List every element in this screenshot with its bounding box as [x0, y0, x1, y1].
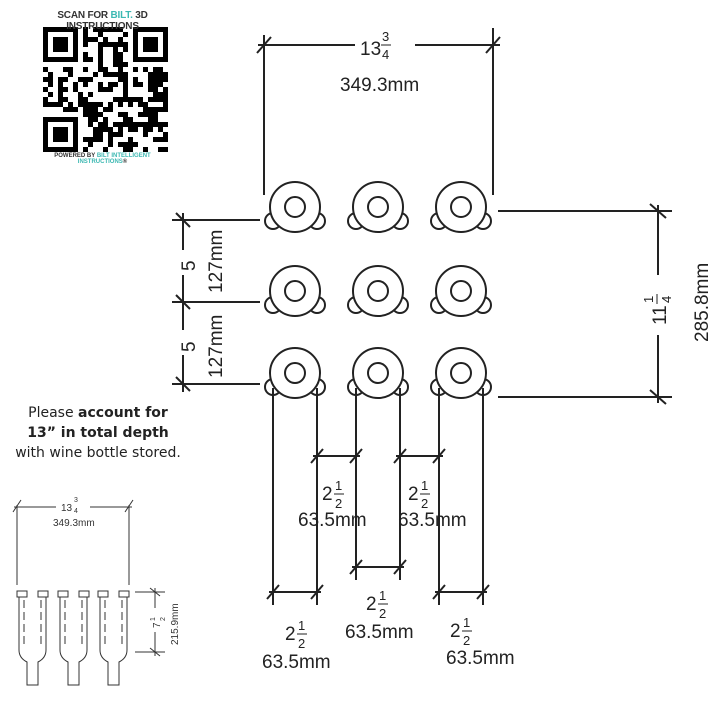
row-spacing-top-mm: 127mm: [206, 230, 227, 293]
spacing-mm: 63.5mm: [345, 622, 414, 643]
ring-inner: [450, 280, 472, 302]
bottle-ring: [347, 265, 409, 317]
depth-note: Please account for 13” in total depth wi…: [0, 403, 196, 463]
side-depth-inch-whole: 7: [152, 622, 163, 628]
row-spacing-dimension: 5 127mm 5 127mm: [172, 212, 260, 392]
ring-outer: [352, 265, 404, 317]
bottle-ring: [347, 347, 409, 399]
spacing-inch-den: 2: [463, 633, 470, 648]
note-line1-plain: Please: [28, 405, 79, 421]
spacing-mm: 63.5mm: [398, 510, 467, 531]
spacing-inch-den: 2: [379, 606, 386, 621]
qr-header: SCAN FOR BILT. 3D INSTRUCTIONS: [30, 10, 175, 32]
qr-code[interactable]: [43, 27, 168, 152]
ring-outer: [435, 181, 487, 233]
spacing-inch-whole: 2: [322, 484, 333, 505]
bottle-ring: [430, 347, 492, 399]
width-inch-whole: 13: [360, 39, 381, 60]
spacing-inch-whole: 2: [285, 624, 296, 645]
side-depth-inch-num: 1: [150, 617, 157, 621]
spacing-inch-num: 1: [298, 618, 305, 633]
ring-inner: [284, 362, 306, 384]
spacing-inch-num: 1: [421, 478, 428, 493]
ring-inner: [284, 280, 306, 302]
side-depth-mm: 215.9mm: [170, 603, 181, 645]
note-line1-bold: account for: [78, 405, 168, 421]
spacing-mm: 63.5mm: [446, 648, 515, 669]
spacing-inch-den: 2: [298, 636, 305, 651]
ring-outer: [352, 181, 404, 233]
width-dimension: 13 3 4 349.3mm: [256, 28, 501, 195]
qr-header-brand: BILT.: [110, 10, 133, 21]
wine-bottle: [57, 590, 90, 686]
ring-outer: [435, 347, 487, 399]
side-width-mm: 349.3mm: [53, 518, 95, 529]
ring-outer: [352, 347, 404, 399]
wine-bottle: [97, 590, 130, 686]
height-inch-num: 1: [641, 296, 656, 303]
qr-header-suffix: 3D INSTRUCTIONS: [66, 10, 148, 32]
note-line2-bold: 13” in total depth: [27, 425, 169, 441]
spacing-mm: 63.5mm: [298, 510, 367, 531]
spacing-inch-whole: 2: [450, 621, 461, 642]
bottle-ring: [347, 181, 409, 233]
row-spacing-top-inch: 5: [179, 260, 200, 271]
bottle-ring: [430, 181, 492, 233]
ring-outer: [269, 265, 321, 317]
spacing-inch-den: 2: [335, 496, 342, 511]
ring-outer: [435, 265, 487, 317]
note-line3: with wine bottle stored.: [15, 445, 181, 461]
width-inch-den: 4: [382, 47, 389, 62]
qr-footer-prefix: POWERED BY: [54, 153, 97, 159]
ring-inner: [367, 280, 389, 302]
row-spacing-bottom-mm: 127mm: [206, 315, 227, 378]
bottle-ring: [264, 265, 326, 317]
spacing-inch-whole: 2: [408, 484, 419, 505]
qr-footer-brand: BILT INTELLIGENT INSTRUCTIONS: [77, 153, 151, 165]
width-inch-num: 3: [382, 29, 389, 44]
side-width-inch-whole: 13: [61, 503, 73, 514]
ring-inner: [450, 362, 472, 384]
bottle-ring: [264, 181, 326, 233]
bottle-ring: [430, 265, 492, 317]
side-width-inch-num: 3: [74, 497, 78, 504]
wine-bottle: [16, 590, 49, 686]
side-width-inch-den: 4: [74, 508, 78, 515]
side-view: 13 3 4 349.3mm 7 1 2 215.9mm: [12, 497, 181, 686]
qr-footer-mark: ®: [122, 159, 128, 165]
height-inch-whole: 11: [650, 305, 671, 325]
side-depth-inch-den: 2: [160, 617, 167, 621]
ring-inner: [450, 196, 472, 218]
spacing-mm: 63.5mm: [262, 652, 331, 673]
qr-footer: POWERED BY BILT INTELLIGENT INSTRUCTIONS…: [30, 153, 175, 165]
ring-inner: [284, 196, 306, 218]
height-mm: 285.8mm: [692, 263, 713, 342]
spacing-inch-whole: 2: [366, 594, 377, 615]
ring-outer: [269, 181, 321, 233]
ring-inner: [367, 196, 389, 218]
ring-inner: [367, 362, 389, 384]
width-mm: 349.3mm: [340, 75, 419, 96]
spacing-inch-den: 2: [421, 496, 428, 511]
qr-header-prefix: SCAN FOR: [57, 10, 111, 21]
row-spacing-bottom-inch: 5: [179, 341, 200, 352]
bottle-holder-grid: [264, 181, 492, 399]
spacing-inch-num: 1: [379, 588, 386, 603]
ring-outer: [269, 347, 321, 399]
spacing-inch-num: 1: [335, 478, 342, 493]
spacing-inch-num: 1: [463, 615, 470, 630]
height-dimension: 11 1 4 285.8mm: [498, 203, 713, 405]
height-inch-den: 4: [659, 296, 674, 303]
